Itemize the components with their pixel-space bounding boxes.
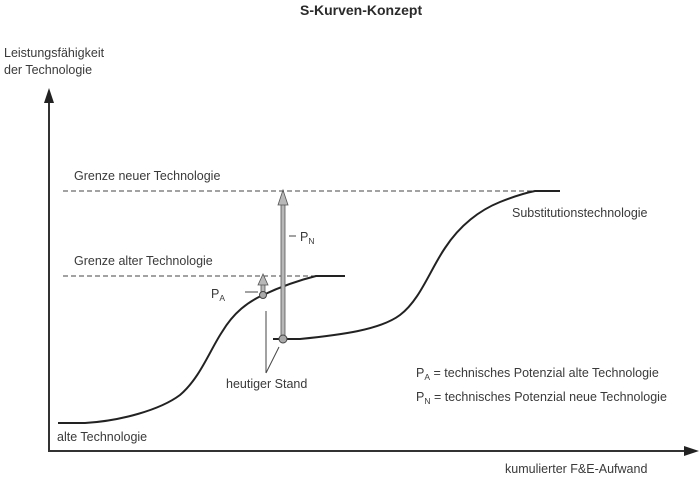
curve-old-technology [58,275,345,424]
x-axis [48,446,699,456]
legend-item-pn: PN = technisches Potenzial neue Technolo… [416,390,667,406]
x-axis-arrow-icon [684,446,699,456]
pa-label: PA [211,287,226,303]
current-state-label: heutiger Stand [226,377,308,391]
y-axis [44,88,54,452]
curve-label-new: Substitutionstechnologie [512,206,648,220]
diagram-title: S-Kurven-Konzept [300,2,423,18]
curve-new-technology [273,190,560,340]
y-axis-label-line1: Leistungsfähigkeit [4,46,105,60]
current-state-pointer [265,311,280,374]
pn-label: PN [300,230,315,246]
curve-label-old: alte Technologie [57,430,148,444]
x-axis-label: kumulierter F&E-Aufwand [505,462,648,476]
legend-item-pa: PA = technisches Potenzial alte Technolo… [416,366,659,382]
pn-arrow [277,188,296,344]
y-axis-label-line2: der Technologie [4,63,93,77]
limit-label-new: Grenze neuer Technologie [74,169,221,183]
y-axis-arrow-icon [44,88,54,103]
limit-label-old: Grenze alter Technologie [74,254,213,268]
pa-arrow [245,273,269,299]
